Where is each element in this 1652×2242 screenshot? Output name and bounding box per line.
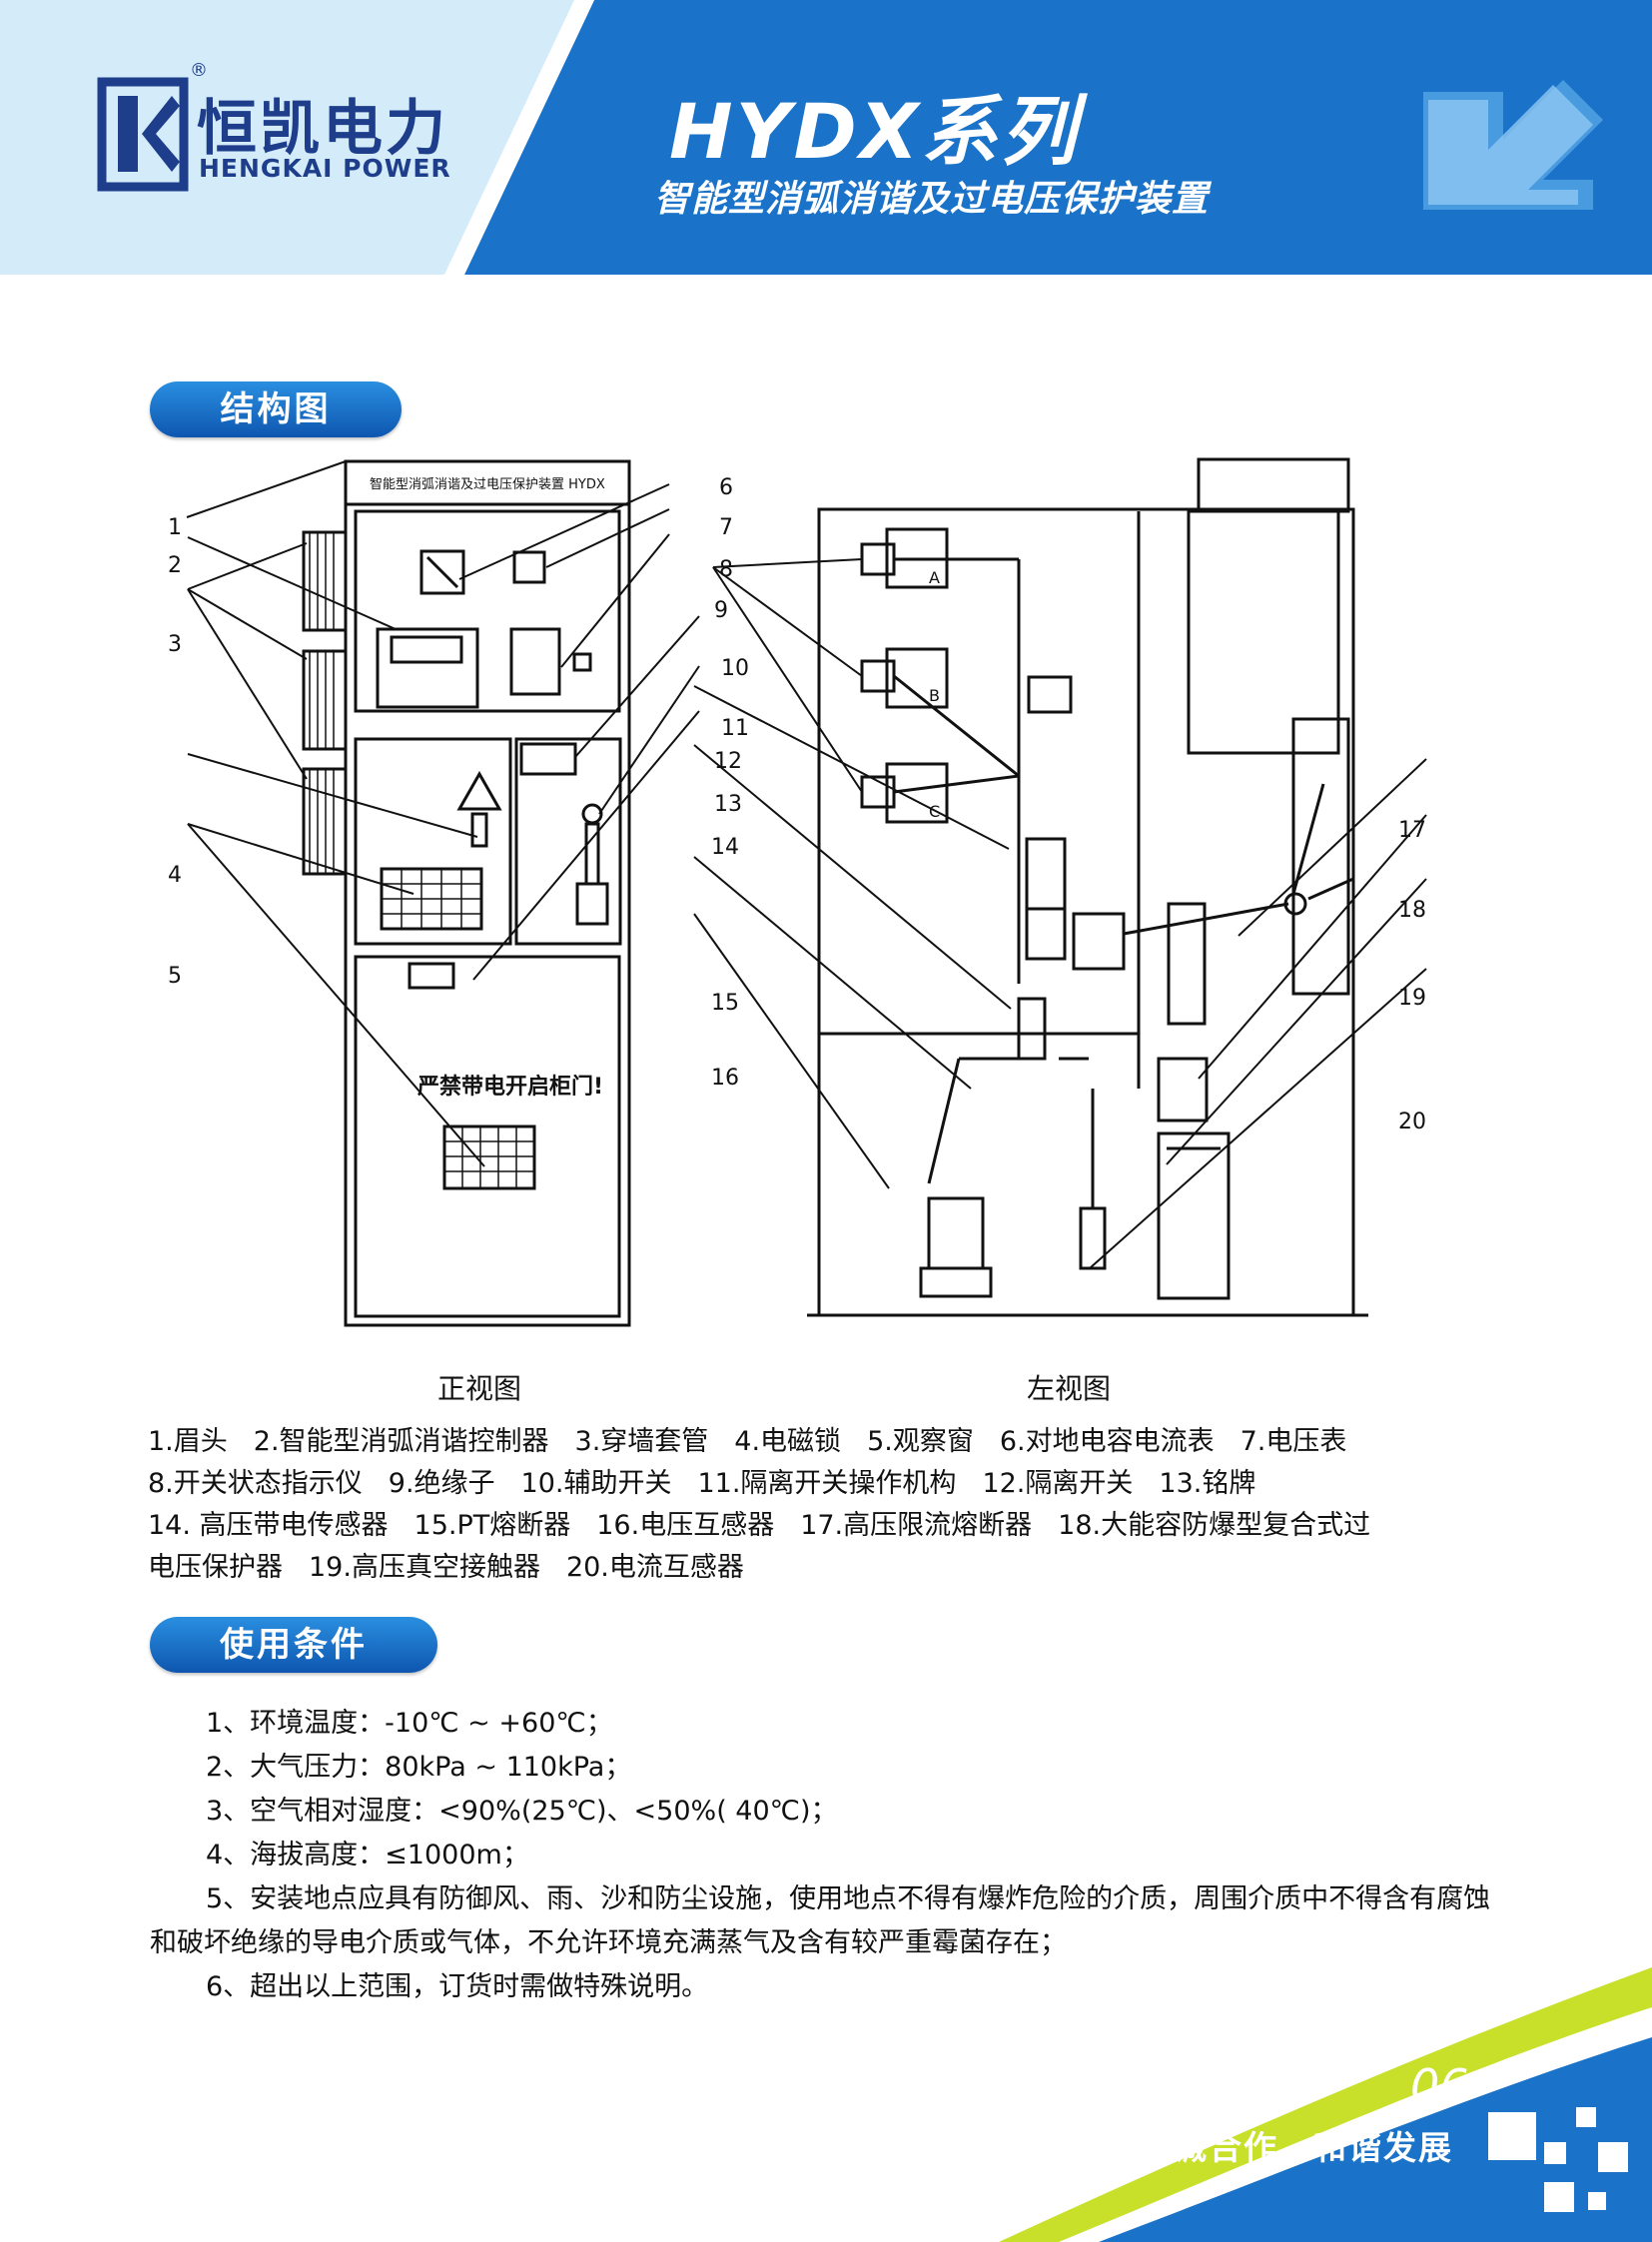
- callout-19: 19: [1398, 986, 1426, 1011]
- legend-item: 16.电压互感器: [596, 1510, 775, 1541]
- structure-heading: 结构图: [150, 381, 402, 437]
- parts-legend: 1.眉头 2.智能型消弧消谐控制器 3.穿墙套管 4.电磁锁 5.观察窗 6.对地电容电流…: [148, 1421, 1526, 1589]
- brand-name-cn: 恒凯电力: [197, 94, 448, 164]
- legend-item: 13.铭牌: [1159, 1468, 1256, 1499]
- square-pattern-icon: [1488, 2107, 1628, 2212]
- registered-mark: ®: [190, 60, 208, 81]
- front-view-cabinet: [302, 459, 631, 1327]
- legend-item: 电压保护器: [148, 1552, 283, 1583]
- legend-item: 8.开关状态指示仪: [148, 1468, 363, 1499]
- arrow-down-left-icon: [1423, 80, 1603, 210]
- callout-3: 3: [168, 632, 182, 657]
- legend-line-4: 电压保护器 19.高压真空接触器 20.电流互感器: [148, 1547, 1526, 1589]
- legend-item: 2.智能型消弧消谐控制器: [253, 1426, 549, 1457]
- legend-item: 11.隔离开关操作机构: [697, 1468, 957, 1499]
- legend-item: 15.PT熔断器: [413, 1510, 571, 1541]
- callout-11: 11: [721, 716, 749, 741]
- legend-item: 7.电压表: [1239, 1426, 1347, 1457]
- footer-slogan: 真诚合作 和谐发展: [1139, 2128, 1453, 2167]
- series-title: HYDX系列: [669, 87, 1080, 176]
- condition-item: 1、环境温度：-10℃ ~ +60℃；: [206, 1708, 613, 1739]
- callout-8: 8: [719, 557, 733, 582]
- callout-17: 17: [1398, 818, 1426, 843]
- phase-c-label: C: [929, 802, 940, 821]
- conditions-heading: 使用条件: [150, 1617, 437, 1673]
- legend-item: 18.大能容防爆型复合式过: [1058, 1510, 1371, 1541]
- callout-6: 6: [719, 475, 733, 500]
- legend-item: 4.电磁锁: [734, 1426, 842, 1457]
- legend-item: 12.隔离开关: [982, 1468, 1134, 1499]
- callout-9: 9: [714, 598, 728, 623]
- product-subtitle: 智能型消弧消谐及过电压保护装置: [654, 179, 1210, 220]
- callout-14: 14: [711, 835, 739, 860]
- legend-line-2: 8.开关状态指示仪 9.绝缘子 10.辅助开关 11.隔离开关操作机构 12.隔离开关 1…: [148, 1463, 1526, 1505]
- callout-13: 13: [714, 792, 742, 817]
- callout-10: 10: [721, 656, 749, 681]
- legend-item: 5.观察窗: [867, 1426, 974, 1457]
- cabinet-top-label: 智能型消弧消谐及过电压保护装置 HYDX: [370, 477, 605, 492]
- callout-12: 12: [714, 749, 742, 774]
- callout-7: 7: [719, 515, 733, 540]
- conditions-list: 1、环境温度：-10℃ ~ +60℃； 2、大气压力：80kPa ~ 110kP…: [150, 1702, 1508, 2009]
- phase-a-label: A: [929, 568, 940, 587]
- page-number: 06: [1410, 2059, 1469, 2113]
- structure-diagram: 1 2 3 4 5 6 7 8 9 10 11 12 13 14 15 16 1…: [168, 457, 1427, 1327]
- callout-15: 15: [711, 991, 739, 1016]
- legend-item: 17.高压限流熔断器: [800, 1510, 1033, 1541]
- condition-item: 4、海拔高度：≤1000m；: [206, 1840, 529, 1870]
- hengkai-logo-icon: [97, 77, 189, 192]
- footer-swoosh: [999, 1967, 1652, 2242]
- brand-name-en: HENGKAI POWER: [199, 154, 451, 183]
- legend-item: 3.穿墙套管: [574, 1426, 709, 1457]
- condition-item: 5、安装地点应具有防御风、雨、沙和防尘设施，使用地点不得有爆炸危险的介质，周围介…: [150, 1883, 1491, 1958]
- callout-4: 4: [168, 863, 182, 888]
- callout-1: 1: [168, 515, 182, 540]
- legend-item: 9.绝缘子: [388, 1468, 495, 1499]
- legend-item: 14. 高压带电传感器: [148, 1510, 389, 1541]
- header-banner: [0, 0, 1652, 275]
- legend-item: 10.辅助开关: [520, 1468, 672, 1499]
- legend-item: 19.高压真空接触器: [309, 1552, 540, 1583]
- condition-item: 6、超出以上范围，订货时需做特殊说明。: [206, 1971, 709, 2002]
- condition-item: 3、空气相对湿度：<90%(25℃)、<50%( 40℃)；: [206, 1796, 838, 1827]
- callout-20: 20: [1398, 1110, 1426, 1134]
- legend-line-3: 14. 高压带电传感器 15.PT熔断器 16.电压互感器 17.高压限流熔断器 18.…: [148, 1505, 1526, 1547]
- legend-item: 1.眉头: [148, 1426, 228, 1457]
- callout-2: 2: [168, 553, 182, 578]
- phase-b-label: B: [929, 686, 940, 705]
- condition-item: 2、大气压力：80kPa ~ 110kPa；: [206, 1752, 632, 1783]
- callout-16: 16: [711, 1066, 739, 1091]
- callout-numbers: 1 2 3 4 5 6 7 8 9 10 11 12 13 14 15 16 1…: [168, 475, 1426, 1134]
- callout-18: 18: [1398, 898, 1426, 923]
- legend-item: 6.对地电容电流表: [999, 1426, 1215, 1457]
- warning-text: 严禁带电开启柜门!: [417, 1074, 603, 1100]
- front-view-label: 正视图: [437, 1372, 522, 1405]
- legend-item: 20.电流互感器: [565, 1552, 744, 1583]
- left-view-label: 左视图: [1027, 1372, 1112, 1405]
- legend-line-1: 1.眉头 2.智能型消弧消谐控制器 3.穿墙套管 4.电磁锁 5.观察窗 6.对地电容电流…: [148, 1421, 1526, 1463]
- callout-5: 5: [168, 964, 182, 989]
- left-view-cabinet: [807, 457, 1368, 1317]
